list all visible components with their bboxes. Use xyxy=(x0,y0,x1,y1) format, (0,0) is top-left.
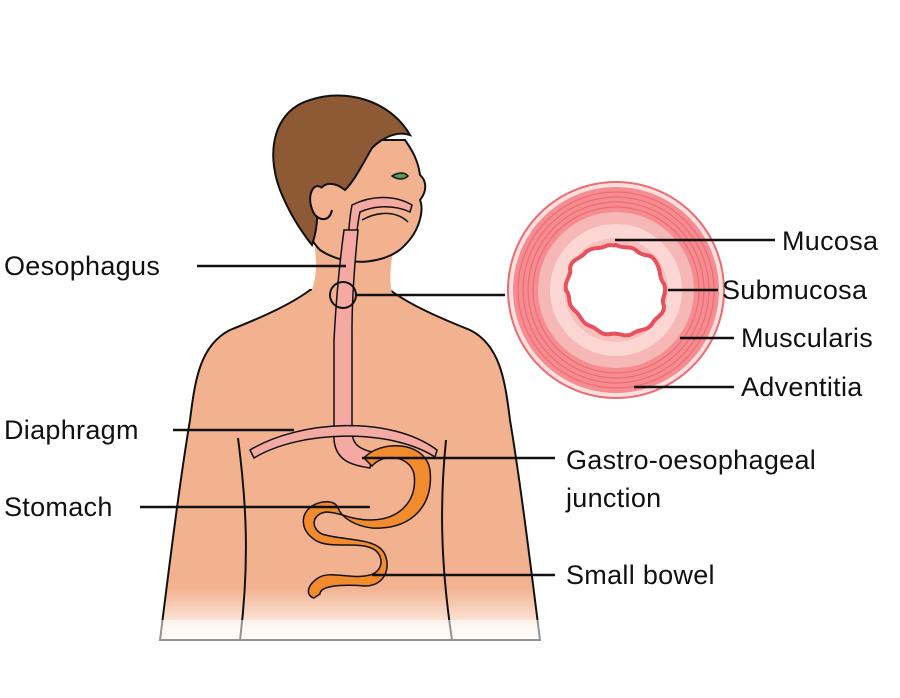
label-gastro-oesophageal: Gastro-oesophageal xyxy=(566,445,817,475)
label-oesophagus: Oesophagus xyxy=(4,251,161,281)
label-stomach: Stomach xyxy=(4,492,113,522)
label-submucosa: Submucosa xyxy=(722,275,868,305)
eye xyxy=(390,172,409,180)
cross-section xyxy=(507,181,725,399)
label-diaphragm: Diaphragm xyxy=(4,415,139,445)
torso xyxy=(150,289,550,698)
stomach-shape xyxy=(302,445,432,599)
hair xyxy=(272,94,413,248)
leader-lines xyxy=(140,238,775,577)
label-adventitia: Adventitia xyxy=(741,372,863,402)
label-junction: junction xyxy=(566,483,662,513)
ear xyxy=(309,185,333,221)
mucosa-folds xyxy=(563,242,668,338)
label-muscularis: Muscularis xyxy=(741,323,874,353)
label-small-bowel: Small bowel xyxy=(566,560,715,590)
label-mucosa: Mucosa xyxy=(782,226,879,256)
head xyxy=(272,94,427,281)
